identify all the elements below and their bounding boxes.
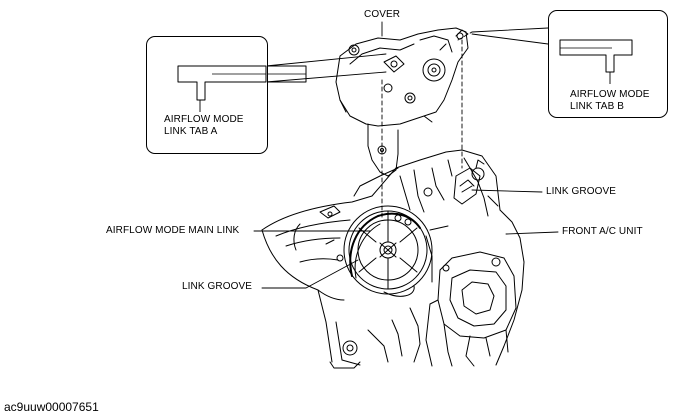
alignment-dashed-lines <box>381 31 473 219</box>
label-tab-a-line1: AIRFLOW MODE <box>164 114 244 125</box>
cover-illustration <box>335 27 469 177</box>
label-tab-b-line2: LINK TAB B <box>570 101 624 112</box>
label-tab-b-line1: AIRFLOW MODE <box>570 89 650 100</box>
tab-b-inset <box>548 10 668 118</box>
tab-b-shape <box>559 39 633 73</box>
label-front-ac-unit: FRONT A/C UNIT <box>562 226 643 237</box>
label-link-groove-upper: LINK GROOVE <box>546 186 617 197</box>
callout-lines <box>199 21 611 289</box>
tab-a-inset <box>146 36 268 154</box>
document-id: ac9uuw00007651 <box>4 400 99 414</box>
label-tab-a-line2: LINK TAB A <box>164 126 218 137</box>
tab-a-shape <box>177 65 267 101</box>
label-airflow-mode-main-link: AIRFLOW MODE MAIN LINK <box>106 225 240 236</box>
front-ac-unit-illustration <box>261 149 525 369</box>
label-link-groove-lower: LINK GROOVE <box>182 281 253 292</box>
label-cover: COVER <box>364 9 401 20</box>
